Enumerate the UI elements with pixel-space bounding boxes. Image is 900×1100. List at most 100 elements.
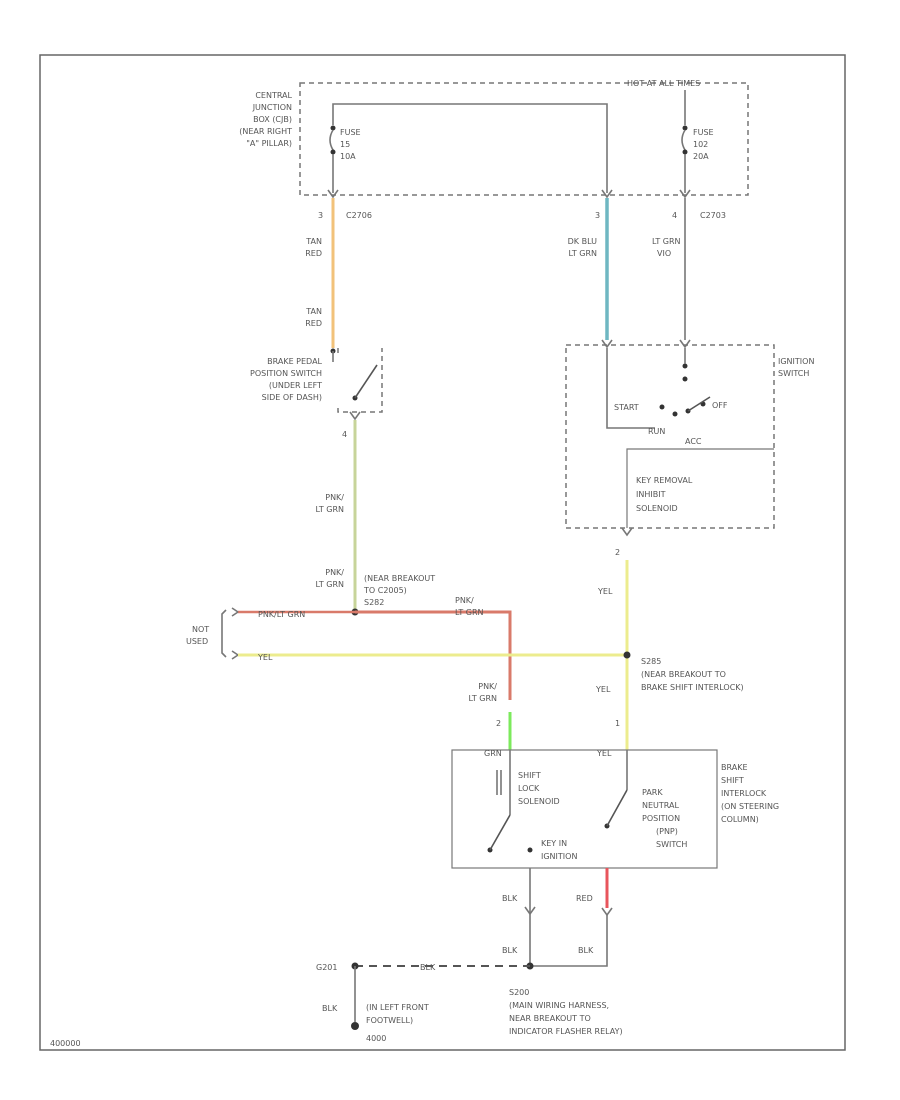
splice-s285-label: S285 [641, 657, 661, 666]
splice-s200-label: S200 (MAIN WIRING HARNESS, NEAR BREAKOUT… [509, 988, 623, 1036]
switch-terminal [527, 847, 533, 853]
pin-number: 1 [615, 719, 620, 728]
interlock-label-line: SHIFT [721, 776, 744, 785]
brake-switch-label: POSITION SWITCH [250, 369, 322, 378]
wire-color-label: BLK [502, 946, 518, 955]
key-in-ignition-label: KEY IN [541, 839, 567, 848]
wire-color-label: VIO [657, 249, 671, 258]
interlock-label-line: BRAKE [721, 763, 748, 772]
cjb-label-line: "A" PILLAR) [246, 139, 292, 148]
wire-color-label: LT GRN [468, 694, 497, 703]
fuse-label-line: 10A [340, 152, 356, 161]
hot-at-all-times-label: HOT AT ALL TIMES [627, 79, 700, 88]
interlock-label-line: COLUMN) [721, 815, 759, 824]
central-junction-box-outline [299, 82, 749, 196]
pin-number: 4 [342, 430, 347, 439]
ignition-position-off: OFF [712, 401, 728, 410]
connector-pin-icon [679, 339, 691, 349]
pnp-switch-label: PARK NEUTRAL POSITION (PNP) SWITCH [642, 788, 687, 849]
s200-label-line: NEAR BREAKOUT TO [509, 1014, 591, 1023]
diagram-frame [39, 54, 846, 1051]
cjb-label-line: CENTRAL [255, 91, 292, 100]
ignition-switch-blade-icon [687, 396, 711, 412]
brake-shift-interlock-label: BRAKE SHIFT INTERLOCK (ON STEERING COLUM… [721, 763, 779, 824]
brake-shift-interlock-box [451, 749, 718, 869]
ignition-switch-outline [565, 344, 775, 529]
not-used-label: USED [186, 637, 208, 646]
splice-s285-label: BRAKE SHIFT INTERLOCK) [641, 683, 744, 692]
fuse-terminal [682, 125, 688, 131]
pin-number: 3 [318, 211, 323, 220]
connector-pin-icon [679, 189, 691, 199]
key-in-ignition-blade-icon [489, 814, 511, 851]
fuse-label-line: 102 [693, 140, 708, 149]
wire-color-label: BLK [322, 1004, 338, 1013]
pnp-label-line: POSITION [642, 814, 680, 823]
pnp-label-line: NEUTRAL [642, 801, 679, 810]
key-removal-solenoid-label: SOLENOID [636, 504, 678, 513]
connector-color-label: YEL [596, 749, 612, 758]
fuse-label-line: 15 [340, 140, 350, 149]
pnp-label-line: (PNP) [656, 827, 678, 836]
wire-color-label: TAN [305, 237, 322, 246]
brake-switch-label: BRAKE PEDAL [267, 357, 322, 366]
connector-pin-icon [621, 527, 633, 537]
wire-color-label: RED [576, 894, 593, 903]
wire-color-label: PNK/LT GRN [258, 610, 305, 619]
cjb-label-line: JUNCTION [252, 103, 292, 112]
fuse-element-icon [329, 129, 334, 151]
wire-color-label: YEL [595, 685, 611, 694]
shift-lock-solenoid-label: SHIFT [518, 771, 541, 780]
fuse-terminal [330, 125, 336, 131]
s200-label-line: INDICATOR FLASHER RELAY) [509, 1027, 623, 1036]
wire-color-label: LT GRN [315, 505, 344, 514]
fuse-label-line: FUSE [693, 128, 714, 137]
cjb-label-line: BOX (CJB) [253, 115, 292, 124]
ignition-position-run: RUN [648, 427, 665, 436]
brake-pedal-switch: BRAKE PEDAL POSITION SWITCH (UNDER LEFT … [250, 348, 383, 439]
wire-blk-pnp [530, 915, 608, 967]
key-removal-solenoid-label: INHIBIT [636, 490, 666, 499]
wire-color-label: RED [305, 249, 322, 258]
pin-number: 3 [595, 211, 600, 220]
brake-switch-outline [337, 348, 383, 413]
interlock-label-line: INTERLOCK [721, 789, 767, 798]
brake-switch-blade-icon [354, 364, 378, 399]
connector-id: C2706 [346, 211, 372, 220]
fuse-terminal [682, 149, 688, 155]
ground-number: 4000 [366, 1034, 386, 1043]
cjb-label-line: (NEAR RIGHT [239, 127, 292, 136]
wire-pnk-lt-grn-right [355, 610, 512, 700]
wire-color-label: LT GRN [652, 237, 681, 246]
ignition-switch-contacts: START OFF RUN ACC [606, 348, 728, 446]
connector-pin-icon [349, 411, 361, 421]
switch-terminal [682, 376, 688, 382]
connector-pin-icon [601, 339, 613, 349]
splice-s285-dot [623, 651, 631, 659]
fuse-element-icon [681, 129, 686, 151]
fuse-label-line: 20A [693, 152, 709, 161]
shift-lock-solenoid-label: SOLENOID [518, 797, 560, 806]
pin-number: 2 [496, 719, 501, 728]
ignition-position-acc: ACC [685, 437, 702, 446]
connector-pin-icon [524, 906, 536, 916]
connector-pin-icon [601, 189, 613, 199]
key-removal-solenoid-box [626, 448, 774, 528]
wire-color-label: DK BLU [568, 237, 597, 246]
connector-color-label: GRN [484, 749, 502, 758]
wire-color-label: LT GRN [315, 580, 344, 589]
wire-color-label: PNK/ [478, 682, 497, 691]
wire-color-label: BLK [578, 946, 594, 955]
connector-pin-icon [601, 907, 613, 917]
ignition-start-lead [606, 348, 655, 429]
wire-color-label: YEL [257, 653, 273, 662]
ground-id-label: G201 [316, 963, 337, 972]
switch-terminal [682, 363, 688, 369]
splice-s285-label: (NEAR BREAKOUT TO [641, 670, 726, 679]
pin-number: 4 [672, 211, 677, 220]
pnp-label-line: PARK [642, 788, 663, 797]
brake-switch-label: (UNDER LEFT [269, 381, 322, 390]
pnp-label-line: SWITCH [656, 840, 687, 849]
s200-label-line: (MAIN WIRING HARNESS, [509, 1001, 609, 1010]
